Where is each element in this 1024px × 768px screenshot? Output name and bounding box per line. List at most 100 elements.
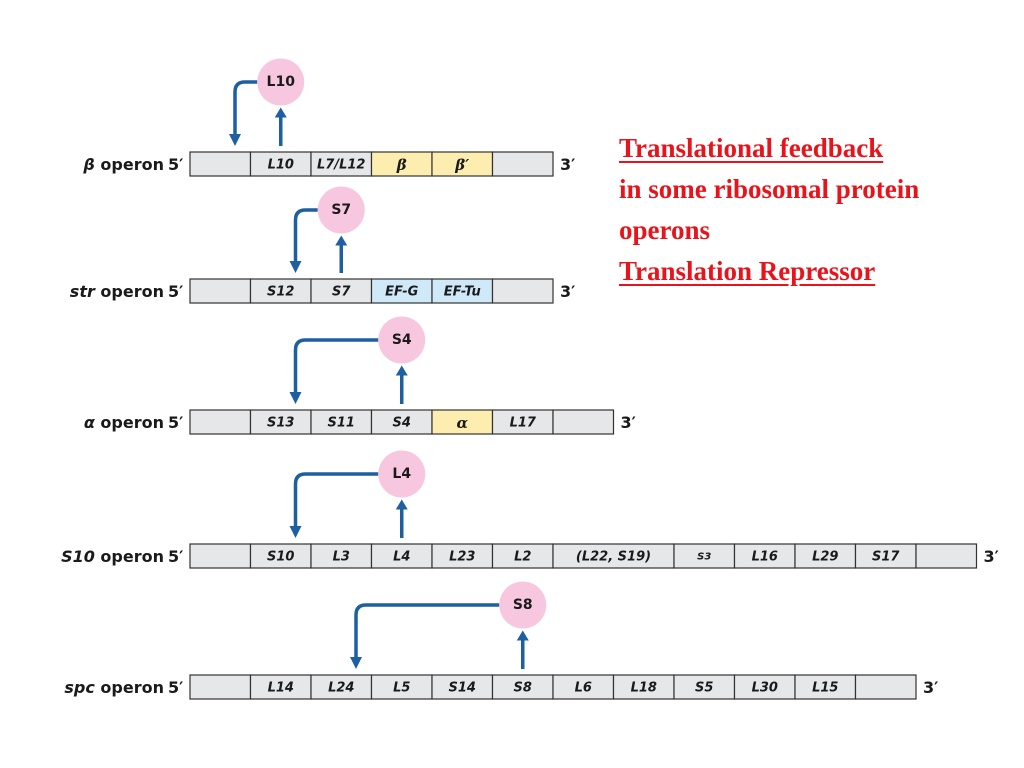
gene-label: L23 [449, 550, 475, 565]
gene-label: L18 [631, 681, 657, 696]
gene-box [854, 674, 917, 700]
repressor-protein [499, 581, 547, 629]
repression-arrow [293, 208, 318, 263]
five-prime-label: 5′ [168, 282, 183, 301]
gene-label: S4 [393, 416, 411, 431]
gene-box [249, 543, 312, 569]
gene-box [310, 278, 373, 304]
repression-arrow [293, 472, 379, 528]
arrow-head [350, 657, 362, 669]
note-line-1: Translational feedback [619, 133, 884, 163]
note-line-4: Translation Repressor [619, 256, 876, 286]
gene-box [794, 543, 857, 569]
gene-label: L30 [752, 681, 778, 696]
gene-box [249, 278, 312, 304]
repressor-label: S7 [331, 202, 351, 218]
repressor-label: S8 [513, 597, 533, 613]
gene-box [431, 543, 494, 569]
operon-name: β operon [82, 155, 164, 174]
gene-box [189, 409, 252, 435]
gene-label: EF-G [385, 285, 419, 300]
gene-box [370, 278, 433, 304]
gene-label: S5 [695, 681, 713, 696]
three-prime-label: 3′ [621, 413, 636, 432]
repression-arrow [233, 80, 258, 136]
gene-box [310, 543, 373, 569]
arrow-head [289, 261, 302, 273]
gene-box [310, 674, 373, 700]
three-prime-label: 3′ [923, 678, 938, 697]
gene-label: L17 [510, 416, 537, 431]
repressor-protein [378, 450, 426, 498]
gene-box [612, 674, 675, 700]
notes-text: Translational feedback in some ribosomal… [619, 128, 1019, 292]
five-prime-label: 5′ [168, 413, 183, 432]
gene-box [673, 543, 736, 569]
repressor-label: L10 [267, 74, 296, 90]
gene-label: L3 [333, 550, 350, 565]
gene-box [189, 278, 252, 304]
gene-label: EF-Tu [444, 285, 481, 300]
gene-label: S13 [267, 416, 294, 431]
gene-box [491, 543, 554, 569]
repressor-label: S4 [392, 332, 412, 348]
repressor-label: L4 [392, 466, 411, 482]
three-prime-label: 3′ [984, 547, 999, 566]
gene-box [249, 151, 312, 177]
operon-name: str operon [70, 282, 164, 301]
arrow-head [335, 235, 348, 246]
arrow-head [229, 134, 241, 146]
gene-label: α [456, 414, 468, 432]
gene-box [491, 278, 554, 304]
three-prime-label: 3′ [560, 282, 575, 301]
gene-box [189, 543, 252, 569]
gene-label: L15 [812, 681, 838, 696]
note-line-3: operons [619, 215, 711, 245]
gene-box [491, 409, 554, 435]
arrow-head [289, 526, 302, 538]
gene-box [854, 543, 917, 569]
five-prime-label: 5′ [168, 155, 183, 174]
gene-label: L14 [268, 681, 294, 696]
gene-label: S12 [267, 285, 294, 300]
gene-box [310, 409, 373, 435]
gene-box [249, 674, 312, 700]
gene-box [552, 543, 675, 569]
gene-box [310, 151, 373, 177]
gene-box [370, 151, 433, 177]
gene-label: L10 [268, 158, 294, 173]
gene-box [673, 674, 736, 700]
operon-name: spc operon [64, 678, 164, 697]
gene-label: S7 [332, 285, 351, 300]
gene-label: L7/L12 [317, 158, 365, 173]
gene-label: L4 [393, 550, 410, 565]
gene-box [189, 674, 252, 700]
gene-box [552, 409, 615, 435]
arrow-head [516, 630, 529, 641]
gene-label: β′ [454, 156, 469, 174]
operon-name: α operon [84, 413, 164, 432]
repressor-protein [378, 316, 426, 364]
gene-label: L2 [514, 550, 531, 565]
repressor-protein [317, 186, 365, 234]
gene-label: S3 [697, 552, 711, 563]
gene-label: L29 [812, 550, 838, 565]
gene-label: L16 [752, 550, 778, 565]
gene-box [915, 543, 978, 569]
repressor-protein [257, 58, 305, 106]
gene-box [794, 674, 857, 700]
arrow-head [289, 392, 302, 404]
gene-label: S8 [514, 681, 532, 696]
gene-box [491, 151, 554, 177]
note-line-2: in some ribosomal protein [619, 174, 920, 204]
gene-label: S14 [449, 681, 476, 696]
operon-name: S10 operon [61, 547, 164, 566]
gene-label: L6 [575, 681, 592, 696]
gene-box [491, 674, 554, 700]
